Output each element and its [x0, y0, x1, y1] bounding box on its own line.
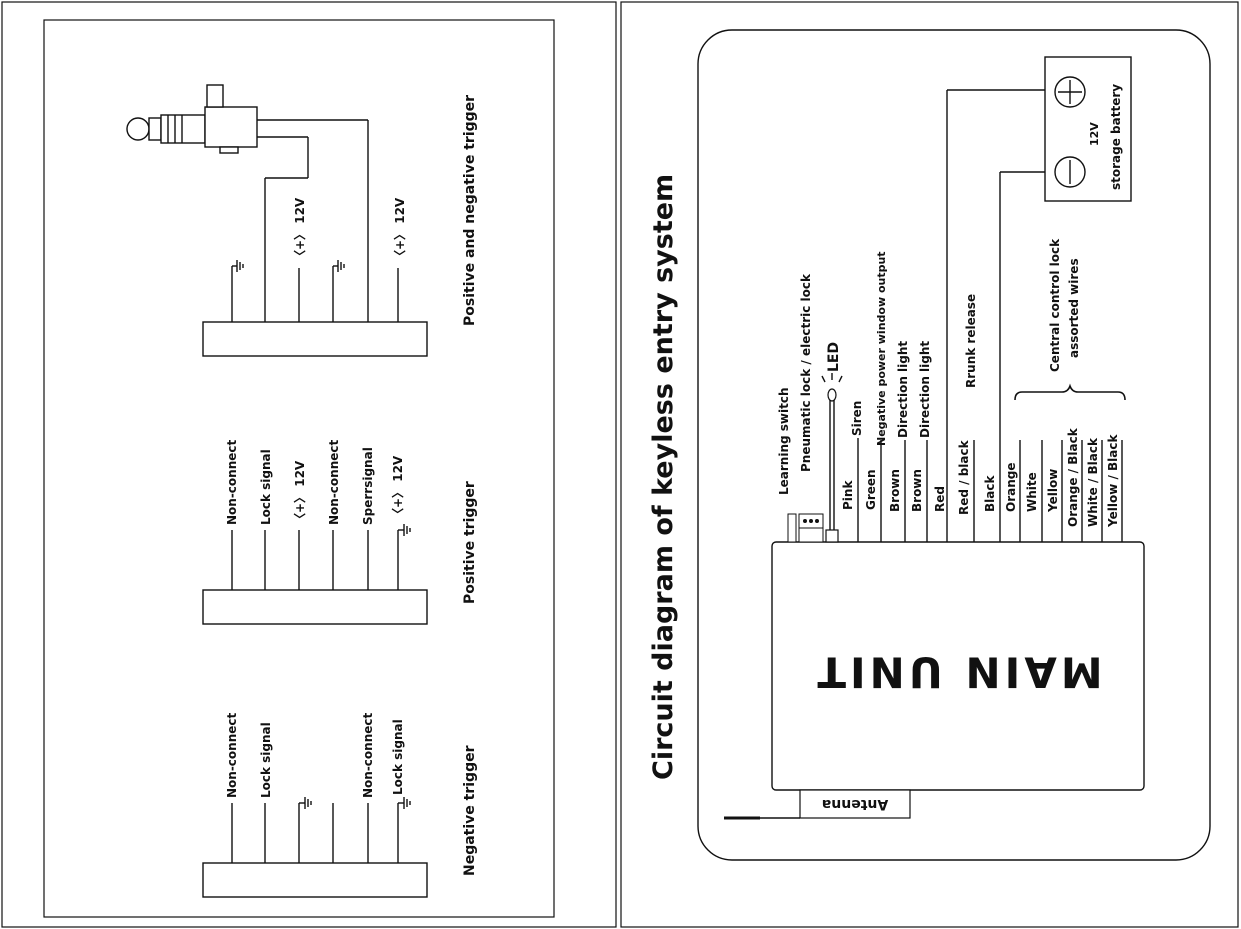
- wire-color-black: Black: [983, 475, 997, 512]
- central-lock-label-1: Central control lock: [1048, 238, 1062, 372]
- neg-label-2: Lock signal: [259, 722, 273, 798]
- plus-icon: [1054, 76, 1086, 108]
- wire-stubs: [857, 438, 1123, 542]
- wire-color-red-black: Red / black: [957, 439, 971, 515]
- battery-label: storage battery: [1109, 84, 1123, 190]
- main-unit-label: MAIN UNIT: [813, 648, 1102, 697]
- diagram-title: Circuit diagram of keyless entry system: [648, 174, 679, 780]
- wire-color-brown-2: Brown: [910, 469, 924, 512]
- wire-func-window: Negative power window output: [875, 251, 888, 446]
- brace-icon: [1014, 383, 1126, 401]
- battery-voltage: 12V: [1088, 122, 1101, 146]
- ground-icon: [304, 797, 312, 809]
- negative-trigger-connector: [202, 862, 428, 898]
- pos-label-5: Sperrsignal: [361, 447, 375, 525]
- neg-label-5: Non-connect: [361, 712, 375, 798]
- antenna-label: Antenna: [822, 796, 888, 812]
- negative-trigger-diagram: Non-connect Lock signal Non-connect Lock…: [202, 712, 478, 898]
- wire-color-white: White: [1025, 472, 1039, 512]
- pos-label-4: Non-connect: [327, 439, 341, 525]
- wire-color-green: Green: [864, 469, 878, 510]
- main-unit-box: [771, 541, 1145, 791]
- positive-trigger-connector: [202, 589, 428, 625]
- antenna-group: Antenna: [724, 789, 911, 820]
- led-icon: [821, 373, 843, 543]
- wire-func-direction-1: Direction light: [896, 341, 910, 438]
- learning-switch-label: Learning switch: [777, 387, 791, 495]
- minus-icon: [1054, 156, 1086, 188]
- positive-trigger-title: Positive trigger: [462, 481, 478, 604]
- wire-color-yellow-black: Yellow / Black: [1106, 434, 1120, 528]
- wire-color-pink: Pink: [841, 480, 855, 510]
- wire-color-orange: Orange: [1004, 463, 1018, 513]
- battery-group: 12V storage battery: [1044, 56, 1132, 202]
- ground-icon: [403, 797, 411, 809]
- wire-color-orange-black: Orange / Black: [1066, 427, 1080, 527]
- left-inner-frame: [43, 19, 555, 918]
- neg-label-6: Lock signal: [391, 719, 405, 795]
- wire-color-yellow: Yellow: [1046, 469, 1060, 513]
- wire-color-red: Red: [933, 486, 947, 512]
- actuator-icon: [126, 84, 258, 154]
- learning-switch-icon: [787, 513, 824, 543]
- pos-label-1: Non-connect: [225, 439, 239, 525]
- right-page-border: [620, 1, 1239, 928]
- neg-label-1: Non-connect: [225, 712, 239, 798]
- pneumatic-label: Pneumatic lock / electric lock: [799, 273, 813, 472]
- posneg-trigger-connector: [202, 321, 428, 357]
- positive-trigger-diagram: Non-connect Lock signal 〈+〉 12V Non-conn…: [202, 439, 478, 625]
- wire-func-trunk: Rrunk release: [964, 294, 978, 388]
- pos-label-2: Lock signal: [259, 449, 273, 525]
- pos-label-6: 〈+〉 12V: [390, 455, 405, 520]
- led-label: LED: [826, 342, 842, 372]
- wire-color-brown-1: Brown: [888, 469, 902, 512]
- central-lock-label-2: assorted wires: [1067, 258, 1081, 358]
- wire-color-white-black: White / Black: [1086, 437, 1100, 527]
- posneg-label-1: 〈+〉 12V: [292, 197, 307, 262]
- ground-icon: [337, 260, 345, 272]
- posneg-trigger-title: Positive and negative trigger: [462, 95, 478, 326]
- wire-func-direction-2: Direction light: [918, 341, 932, 438]
- left-page-border: [1, 1, 617, 928]
- ground-icon: [236, 260, 244, 272]
- posneg-label-2: 〈+〉 12V: [392, 197, 407, 262]
- pos-label-3: 〈+〉 12V: [292, 460, 307, 525]
- right-inner-frame: [697, 29, 1211, 861]
- negative-trigger-title: Negative trigger: [462, 745, 478, 876]
- antenna-box: [799, 789, 911, 819]
- posneg-trigger-diagram: 〈+〉 12V 〈+〉 12V Positive and negative tr…: [126, 84, 478, 357]
- ground-icon: [403, 524, 411, 536]
- wire-func-siren: Siren: [850, 401, 864, 436]
